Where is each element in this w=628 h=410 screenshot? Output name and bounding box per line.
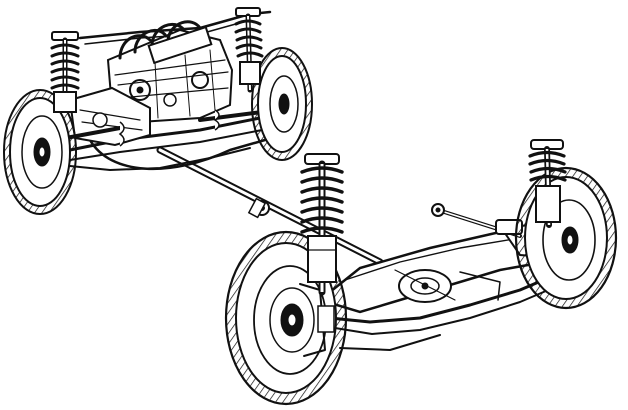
front-left-coil-spring — [50, 31, 80, 113]
rear-right-wheel — [514, 166, 618, 310]
front-right-coil-spring — [234, 7, 264, 93]
rear-right-coil-spring — [528, 139, 567, 228]
drive-shaft — [156, 146, 384, 266]
rear-left-coil-spring — [300, 153, 344, 296]
front-right-wheel — [251, 47, 313, 161]
front-left-wheel — [3, 89, 77, 215]
engine — [106, 20, 234, 124]
rear-trailing-arm — [431, 203, 523, 238]
